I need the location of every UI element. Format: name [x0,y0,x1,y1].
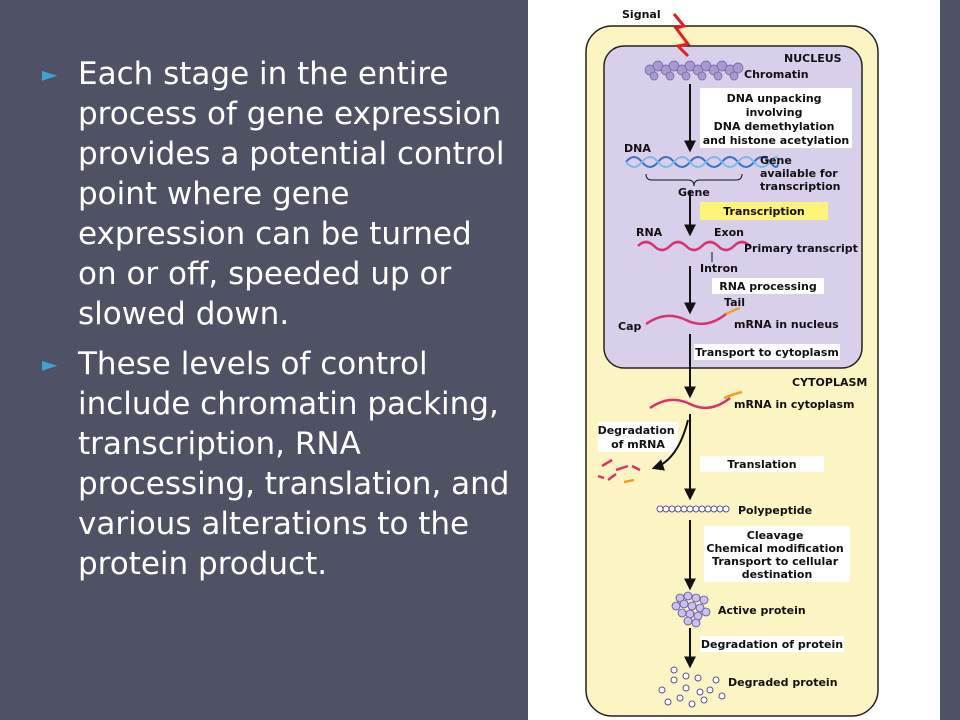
primary-transcript-strand [637,240,751,252]
transport-label: Transport to cytoplasm [695,346,839,359]
gene-available-text: Gene available for transcription [760,154,842,193]
degradation-protein-box [700,636,844,652]
right-margin-strip [940,0,960,720]
cap-label: Cap [618,320,641,333]
mrna-fragments-icon [597,458,641,484]
bullet-text: These levels of control include chromati… [78,346,510,582]
degraded-protein-icon [658,666,726,708]
transport-box [694,344,840,360]
degradation-mrna-box [598,422,678,452]
cytoplasm-label: CYTOPLASM [792,376,867,389]
dna-unpacking-text: DNA unpacking involving DNA demethylatio… [703,92,850,147]
bullet-arrow-icon: ► [42,352,58,376]
chromatin-icon [644,60,744,81]
polypeptide-label: Polypeptide [738,504,812,517]
mrna-nucleus-strand [645,313,727,326]
transcription-label: Transcription [723,205,805,218]
mrna-cytoplasm-strand [649,397,731,410]
active-protein-label: Active protein [718,604,806,617]
text-panel: ► Each stage in the entire process of ge… [42,54,512,594]
primary-transcript-label: Primary transcript [744,242,858,255]
bullet-list: ► Each stage in the entire process of ge… [42,54,512,594]
degradation-protein-label: Degradation of protein [701,638,843,651]
mrna-cytoplasm-label: mRNA in cytoplasm [734,398,855,411]
signal-label: Signal [622,8,661,21]
intron-label: Intron [700,262,738,275]
degradation-mrna-text: Degradation of mRNA [598,424,679,451]
transcription-box [700,202,828,220]
tail-label: Tail [724,296,745,309]
polypeptide-icon [656,505,730,513]
translation-label: Translation [727,458,796,471]
bullet-item: ► Each stage in the entire process of ge… [42,54,512,334]
bullet-text: Each stage in the entire process of gene… [78,56,505,332]
rna-processing-label: RNA processing [719,280,816,293]
rna-label: RNA [636,226,663,239]
dna-helix-icon [625,156,779,168]
cleavage-text: Cleavage Chemical modification Transport… [706,529,847,581]
gene-label: Gene [678,186,710,199]
degraded-protein-label: Degraded protein [728,676,838,689]
cytoplasm-poly-a-tail [723,390,743,400]
bullet-item: ► These levels of control include chroma… [42,344,512,584]
signal-bolt-icon [672,13,691,58]
cleavage-box [704,526,850,582]
dna-unpacking-box [700,88,852,148]
poly-a-tail [725,306,741,316]
translation-box [700,456,824,472]
active-protein-icon [671,591,711,628]
arrow-mrna-degradation [651,419,689,471]
exon-label: Exon [714,226,744,239]
bullet-arrow-icon: ► [42,62,58,86]
mrna-nucleus-label: mRNA in nucleus [734,318,839,331]
gene-expression-diagram: Signal NUCLEUS Chromatin DNA unpacking i… [585,8,879,717]
dna-label: DNA [624,142,651,155]
chromatin-label: Chromatin [744,68,809,81]
nucleus-label: NUCLEUS [784,52,842,65]
gene-bracket [645,173,743,187]
rna-processing-box [712,278,824,294]
